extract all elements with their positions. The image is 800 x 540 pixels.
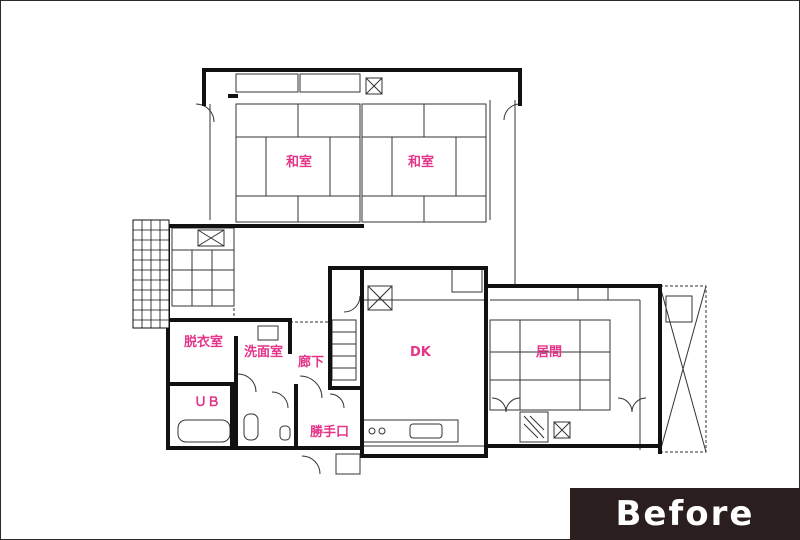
- dk-cabinet: [367, 285, 393, 311]
- ima-tokonoma: [519, 411, 549, 443]
- room-label-washitsu-left: 和室: [286, 155, 313, 170]
- staircase: [331, 319, 357, 381]
- getabako: [197, 229, 225, 247]
- kitchen-sink: [409, 423, 443, 439]
- room-label-datsuishitsu: 脱衣室: [184, 335, 224, 350]
- toilet: [243, 413, 259, 441]
- before-badge: Before: [570, 488, 800, 540]
- terrace-tiles: [132, 219, 170, 329]
- carport-marker: [665, 295, 693, 323]
- before-badge-label: Before: [615, 494, 755, 534]
- tatami-grid-ima: [489, 319, 611, 411]
- room-label-ima: 居間: [536, 345, 563, 360]
- dk-fridge: [451, 267, 483, 293]
- room-label-dk: DK: [410, 345, 431, 360]
- room-label-katteguchi: 勝手口: [310, 425, 350, 440]
- washbasin: [257, 325, 279, 341]
- bathtub: [177, 419, 231, 443]
- closet-top-left: [235, 73, 299, 93]
- room-label-roka: 廊下: [298, 355, 325, 370]
- katteguchi-step: [335, 453, 361, 475]
- room-label-senmenshitsu: 洗面室: [244, 345, 284, 360]
- ima-shelf: [577, 285, 609, 301]
- entrance-floor: [171, 227, 235, 307]
- room-label-ub: ＵＢ: [194, 395, 221, 410]
- ima-closet-box: [553, 421, 571, 439]
- room-label-washitsu-right: 和室: [408, 155, 435, 170]
- closet-box: [365, 77, 383, 95]
- closet-top-mid: [299, 73, 361, 93]
- urinal: [279, 425, 291, 441]
